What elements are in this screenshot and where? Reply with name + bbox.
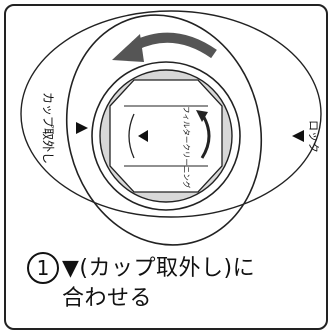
- illustration-frame: カップ取外し ロック フィルタークリーニング: [4, 4, 328, 330]
- cup-removal-diagram: カップ取外し ロック フィルタークリーニング: [20, 10, 322, 246]
- filter-cleaning-label: フィルタークリーニング: [182, 106, 192, 189]
- grip-bracket-left: [128, 113, 135, 159]
- cup-pointer-triangle: [138, 130, 148, 142]
- filter-curve-arrowhead: [196, 110, 208, 122]
- outer-oval: [20, 10, 322, 218]
- rotate-arrow-body: [131, 32, 217, 59]
- remove-cup-label: カップ取外し: [41, 92, 55, 164]
- lock-label: ロック: [307, 120, 320, 153]
- dial-ring: [65, 14, 263, 246]
- cup-grip: [109, 79, 223, 193]
- step-caption-line2: 合わせる: [62, 286, 153, 311]
- rotate-arrow-head: [112, 34, 144, 62]
- step-caption: ▼(カップ取外し)に 合わせる: [62, 254, 317, 314]
- lock-marker-triangle: [292, 130, 304, 142]
- remove-marker-triangle: [76, 122, 88, 134]
- step-number-circle: 1: [27, 252, 59, 284]
- step-number-text: 1: [36, 256, 50, 280]
- step-caption-line1: ▼(カップ取外し)に: [62, 256, 256, 281]
